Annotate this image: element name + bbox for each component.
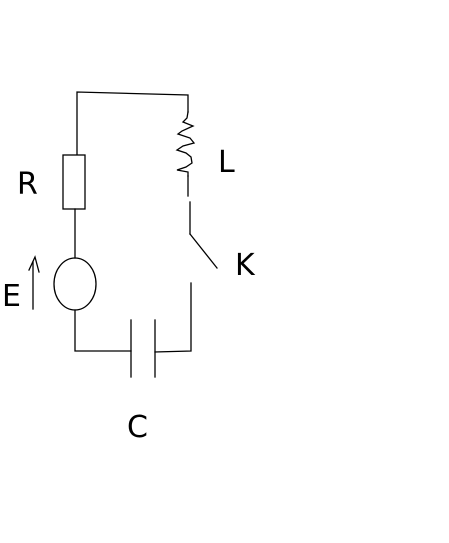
label-k: K (235, 248, 256, 283)
voltage-source-e (53, 257, 97, 311)
bottom-right-wire (154, 282, 192, 353)
top-wire (76, 91, 189, 155)
label-l: L (218, 145, 235, 180)
capacitor-c (130, 319, 156, 378)
label-c: C (127, 410, 148, 445)
bottom-left-wire (74, 309, 132, 352)
label-r: R (17, 167, 38, 202)
inductor-coil (175, 111, 196, 177)
label-e: E (2, 279, 21, 314)
switch-k (189, 201, 218, 269)
resistor-r (62, 154, 86, 210)
arrow-up-icon (28, 255, 40, 310)
